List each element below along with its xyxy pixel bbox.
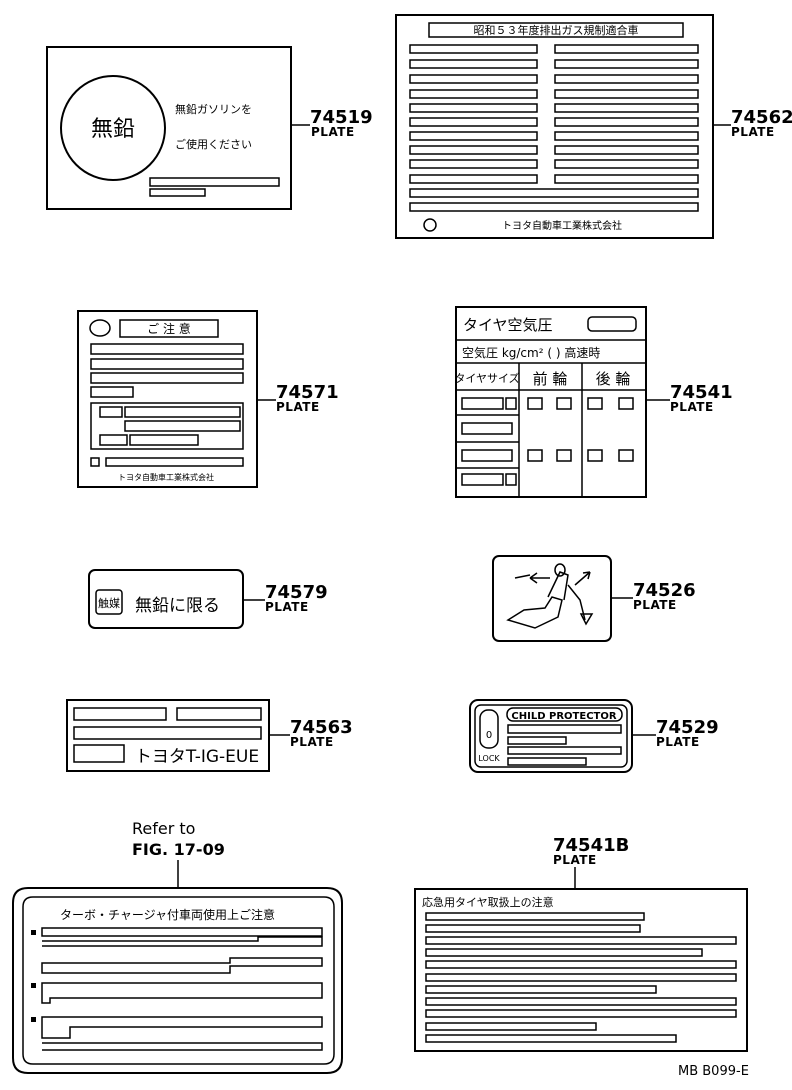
title-text: ターボ・チャージャ付車両使用上ご注意 [60,907,275,922]
part-number: 74541B [553,835,629,856]
part-label: PLATE [311,125,355,139]
footer-code: MB B099-E [678,1064,749,1079]
row2-text: 空気圧 kg/cm² ( ) 高速時 [462,345,600,360]
plate-74529: CHILD PROTECTOR 0 LOCK 74529 PLATE [469,699,719,773]
plate-74541B: 74541B PLATE 応急用タイヤ取扱上の注意 [414,835,748,1052]
part-number: 74571 [276,382,339,403]
plate-74562: 昭和５３年度排出ガス規制適合車 トヨタ自動 [395,14,792,239]
footer-text: トヨタ自動車工業株式会社 [118,472,214,482]
title-text: 応急用タイヤ取扱上の注意 [422,895,554,909]
part-number: 74519 [310,107,373,128]
part-label: PLATE [670,400,714,414]
part-number: 74562 [731,107,792,128]
header-text: ご 注 意 [147,321,191,336]
plate-74541: タイヤ空気圧 空気圧 kg/cm² ( ) 高速時 タイヤサイズ 前 輪 後 輪… [454,306,733,498]
lock-text: LOCK [478,754,500,763]
part-label: PLATE [553,853,597,867]
line1-text: 無鉛ガソリンを [175,102,252,116]
plate-74519: 無鉛 無鉛ガソリンを ご使用ください 74519 PLATE [46,46,373,210]
header-text: 昭和５３年度排出ガス規制適合車 [474,23,639,37]
left-field-rows [409,44,538,184]
plate-74579: 触媒 無鉛に限る 74579 PLATE [88,569,328,629]
title-text: CHILD PROTECTOR [511,711,616,722]
svg-text:0: 0 [486,730,492,741]
part-label: PLATE [633,598,677,612]
part-label: PLATE [656,735,700,749]
part-number: 74579 [265,582,328,603]
plate-turbo: Refer to FIG. 17-09 ターボ・チャージャ付車両使用上ご注意 [12,819,343,1074]
plate-74563: トヨタT-IG-EUE 74563 PLATE [66,699,353,772]
part-label: PLATE [265,600,309,614]
box-text: 触媒 [98,596,120,610]
title-text: タイヤ空気圧 [463,316,553,334]
line2-text: ご使用ください [175,137,252,151]
main-text: 無鉛に限る [135,596,220,616]
engine-text: トヨタT-IG-EUE [135,747,259,767]
ref-line1: Refer to [132,819,195,838]
footer-text: トヨタ自動車工業株式会社 [502,219,622,232]
circle-text: 無鉛 [91,117,135,142]
part-number: 74529 [656,717,719,738]
plate-74526: 74526 PLATE [492,555,696,642]
part-number: 74526 [633,580,696,601]
seat-icon [506,563,594,629]
part-number: 74563 [290,717,353,738]
col-size-text: タイヤサイズ [454,371,519,385]
ref-line2: FIG. 17-09 [132,840,225,859]
part-label: PLATE [276,400,320,414]
col-rear-text: 後 輪 [596,370,631,388]
col-front-text: 前 輪 [533,370,568,388]
plate-74571: ご 注 意 トヨタ自動車工業株式会社 74571 PLATE [77,310,339,488]
right-field-rows [554,44,699,184]
part-number: 74541 [670,382,733,403]
part-label: PLATE [290,735,334,749]
part-label: PLATE [731,125,775,139]
